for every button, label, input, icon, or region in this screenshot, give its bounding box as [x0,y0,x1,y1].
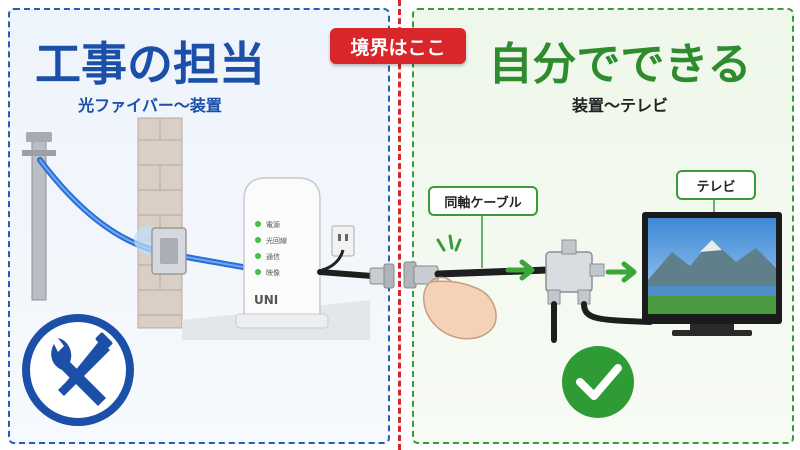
utility-pole [22,132,56,301]
brick-wall [137,117,183,329]
checkmark-icon [562,346,634,418]
led-label-comm: 通信 [266,252,280,261]
provider-title: 工事の担当 [35,37,265,91]
wall-port [151,227,187,275]
sparkle-marks [436,234,462,252]
boundary-badge: 境界はここ [330,28,466,64]
power-outlet [321,225,355,272]
coax-cable-left [317,269,375,279]
coax-connector-left [369,263,395,289]
user-subtitle: 装置〜テレビ [571,96,668,115]
coax-cable-callout: 同軸ケーブル [428,186,538,216]
boundary-divider [398,0,401,450]
provider-subtitle: 光ファイバー〜装置 [78,96,222,115]
onu-device: 電源 光回線 通信 映像 UNI [235,177,329,329]
led-label-power: 電源 [266,220,280,229]
led-label-optical: 光回線 [266,236,287,245]
hand [423,280,497,340]
television [642,212,782,336]
tv-callout: テレビ [676,170,756,200]
arrow-to-tv [605,261,637,283]
wrench-screwdriver-icon [22,314,134,426]
arrow-to-splitter [505,259,535,281]
device-brand: UNI [254,293,278,307]
user-title: 自分でできる [488,39,752,90]
led-label-video: 映像 [266,268,280,277]
splitter [545,239,605,305]
